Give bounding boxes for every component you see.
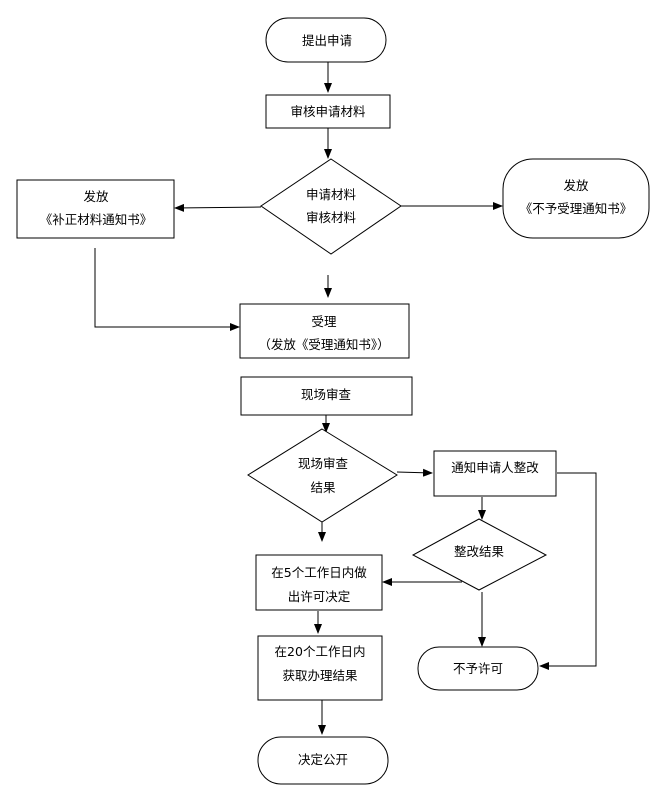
arrow-rectify-to-no-permit: [539, 472, 597, 670]
supplement-label-1: 发放: [83, 189, 109, 204]
rectify-decision-label: 整改结果: [454, 544, 505, 559]
reject-label-2: 《不予受理通知书》: [520, 201, 633, 216]
review-materials-label: 审核申请材料: [290, 104, 366, 119]
accept-label-1: 受理: [311, 314, 337, 329]
rectify-notice-label: 通知申请人整改: [451, 460, 539, 475]
accept-box: [239, 303, 410, 359]
reject-label-1: 发放: [563, 178, 589, 193]
obtain-20days-label-1: 在20个工作日内: [275, 644, 366, 659]
connectors: [94, 62, 597, 735]
arrow-supplement-to-accept: [94, 248, 240, 331]
materials-decision-label-1: 申请材料: [306, 187, 357, 202]
obtain-20days-box: [257, 635, 383, 701]
review-materials-box: [265, 94, 391, 129]
site-inspection-box: [240, 376, 413, 416]
rectify-decision-diamond: [411, 518, 548, 591]
reject-notice-node: [502, 158, 650, 239]
shapes: [16, 17, 650, 785]
supplement-notice-box: [16, 179, 175, 239]
rectify-notice-box: [433, 450, 557, 497]
inspection-decision-label-1: 现场审查: [298, 456, 349, 471]
decide-5days-label-1: 在5个工作日内做: [271, 565, 367, 580]
inspection-decision-diamond: [247, 428, 398, 523]
obtain-20days-label-2: 获取办理结果: [282, 668, 358, 683]
no-permit-label: 不予许可: [453, 661, 503, 676]
submit-label: 提出申请: [302, 33, 352, 48]
supplement-label-2: 《补正材料通知书》: [40, 212, 153, 227]
inspection-decision-label-2: 结果: [310, 480, 336, 495]
arrow-inspection-to-rectify: [396, 468, 433, 477]
site-inspection-label: 现场审查: [301, 387, 352, 402]
decide-5days-label-2: 出许可决定: [288, 589, 351, 604]
materials-decision-label-2: 审核材料: [306, 210, 357, 225]
no-permit-node: [417, 646, 539, 691]
arrow-decision-to-supplement: [174, 203, 262, 212]
publish-label: 决定公开: [298, 752, 348, 767]
accept-label-2: （发放《受理通知书》）: [258, 337, 389, 352]
start-submit-node: [265, 17, 387, 63]
end-publish-node: [257, 736, 389, 785]
decide-5days-box: [255, 554, 383, 611]
materials-decision-diamond: [260, 158, 402, 255]
